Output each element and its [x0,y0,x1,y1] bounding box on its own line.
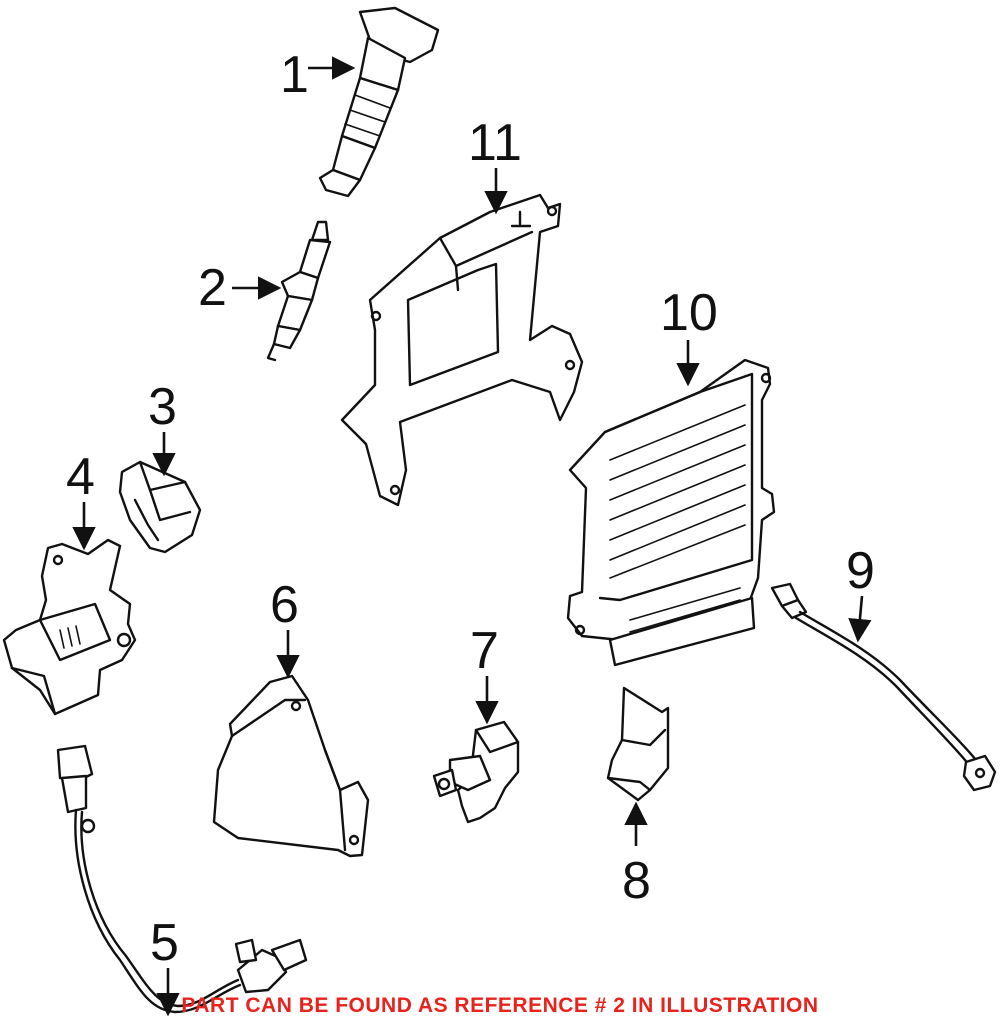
ref-number-9: 9 [846,542,875,600]
ref-number-7: 7 [470,622,499,680]
ref-number-4: 4 [66,448,95,506]
ref-number-10: 10 [660,284,718,342]
ref-number-6: 6 [270,576,299,634]
position-sensor-part[interactable] [432,720,520,824]
ref-number-11: 11 [468,114,522,172]
cover-part[interactable] [212,674,370,858]
reference-numbers: 1 2 3 4 5 6 7 8 9 10 11 [66,46,875,972]
ref-number-3: 3 [148,378,177,436]
ref-number-1: 1 [280,46,309,104]
ref-number-5: 5 [150,914,179,972]
small-bracket-part[interactable] [606,686,670,802]
ecu-bracket-part[interactable] [340,193,584,507]
leader-arrows [72,56,872,1017]
knock-sensor-part[interactable] [770,582,997,792]
ref-number-8: 8 [622,852,651,910]
ecu-part[interactable] [566,358,776,667]
spark-plug-part[interactable] [266,220,332,362]
shield-bracket-part[interactable] [2,538,137,716]
ref-number-2: 2 [198,259,227,317]
sensor-part[interactable] [118,460,202,554]
sensor-harness-part[interactable] [56,744,308,1014]
reference-note: PART CAN BE FOUND AS REFERENCE # 2 IN IL… [181,994,819,1017]
ignition-coil-part[interactable] [318,6,440,198]
leader-arrow-9 [848,595,872,643]
